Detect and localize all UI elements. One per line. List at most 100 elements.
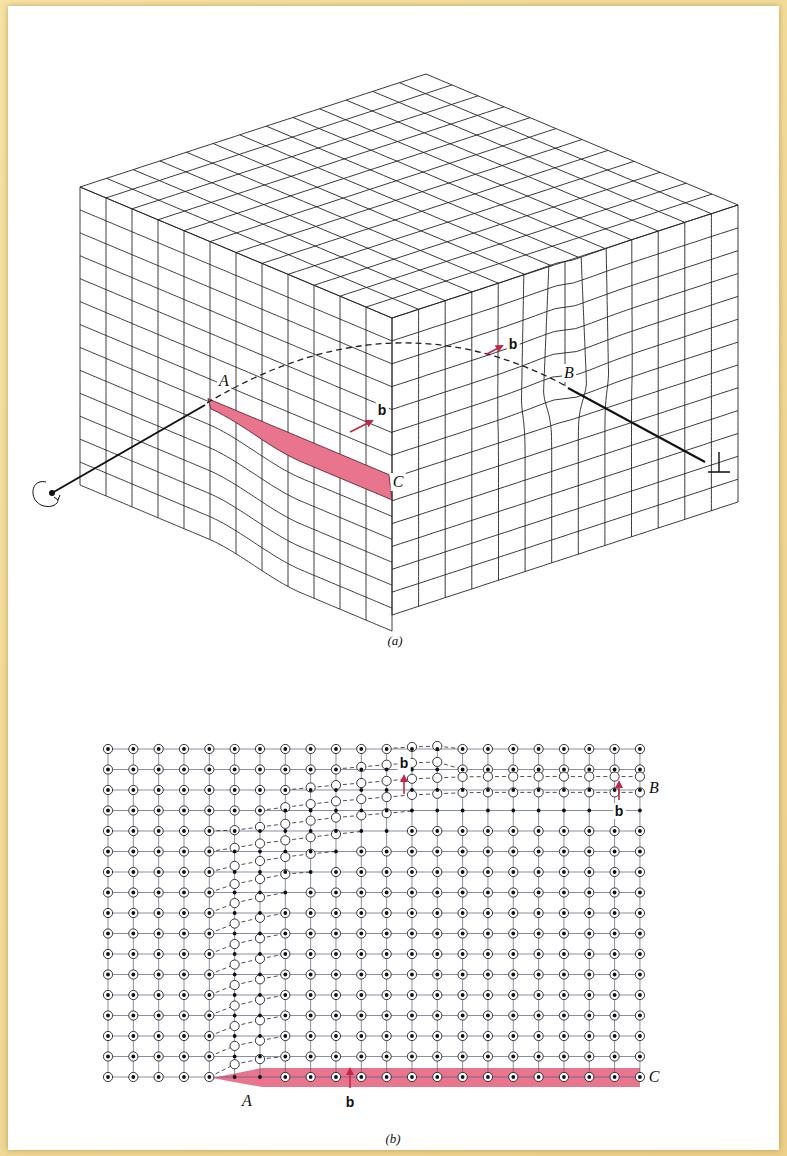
upper-atom bbox=[559, 1031, 568, 1040]
lower-atom bbox=[562, 993, 566, 997]
burgers-vector bbox=[350, 421, 372, 432]
upper-atom bbox=[103, 888, 112, 897]
upper-atom bbox=[509, 826, 518, 835]
lower-atom bbox=[385, 1014, 389, 1018]
grid-line bbox=[80, 370, 392, 516]
grid-line bbox=[711, 214, 712, 511]
lower-atom bbox=[410, 993, 414, 997]
lower-atom bbox=[131, 973, 135, 977]
upper-atom bbox=[255, 785, 264, 794]
upper-atom bbox=[306, 799, 315, 808]
grid-line bbox=[107, 178, 419, 309]
burgers-label: b bbox=[376, 402, 389, 418]
upper-atom bbox=[635, 1011, 644, 1020]
lower-atom bbox=[486, 911, 490, 915]
lower-atom bbox=[537, 850, 541, 854]
lower-atom bbox=[537, 768, 541, 772]
upper-atom bbox=[281, 1072, 290, 1081]
upper-atom bbox=[205, 806, 214, 815]
upper-atom bbox=[407, 1052, 416, 1061]
lower-atom bbox=[385, 829, 389, 833]
lower-atom bbox=[638, 911, 642, 915]
lower-atom bbox=[537, 973, 541, 977]
lower-atom bbox=[410, 1055, 414, 1059]
upper-atom bbox=[357, 795, 366, 804]
upper-atom bbox=[483, 970, 492, 979]
upper-atom bbox=[205, 1031, 214, 1040]
upper-atom bbox=[559, 908, 568, 917]
upper-atom bbox=[179, 744, 188, 753]
grid-line bbox=[658, 231, 659, 528]
point-label: B bbox=[562, 364, 576, 382]
lower-atom bbox=[587, 993, 591, 997]
lower-atom bbox=[233, 993, 237, 997]
upper-atom bbox=[255, 874, 264, 883]
lower-atom bbox=[613, 993, 617, 997]
lower-atom bbox=[233, 747, 237, 751]
grid-line bbox=[392, 479, 738, 592]
lower-atom bbox=[207, 747, 211, 751]
upper-atom bbox=[357, 1031, 366, 1040]
lower-atom bbox=[511, 809, 515, 813]
upper-atom bbox=[483, 949, 492, 958]
upper-atom bbox=[230, 744, 239, 753]
burgers-vector bbox=[403, 776, 405, 794]
upper-atom bbox=[205, 785, 214, 794]
upper-atom bbox=[635, 772, 644, 781]
upper-atom bbox=[610, 1072, 619, 1081]
grid-line bbox=[392, 365, 738, 478]
upper-atom bbox=[205, 1072, 214, 1081]
upper-atom bbox=[382, 744, 391, 753]
burgers-label: b bbox=[344, 1094, 357, 1110]
lower-atom bbox=[207, 829, 211, 833]
upper-atom bbox=[331, 744, 340, 753]
upper-atom bbox=[534, 908, 543, 917]
lower-atom bbox=[309, 891, 313, 895]
upper-atom bbox=[306, 816, 315, 825]
upper-atom bbox=[306, 1031, 315, 1040]
lower-atom bbox=[587, 809, 591, 813]
lower-atom bbox=[106, 1055, 110, 1059]
lower-atom bbox=[562, 870, 566, 874]
lower-atom bbox=[511, 1034, 515, 1038]
upper-atom bbox=[534, 772, 543, 781]
lower-atom bbox=[182, 809, 186, 813]
upper-atom bbox=[103, 785, 112, 794]
upper-atom bbox=[357, 1052, 366, 1061]
upper-atom bbox=[585, 990, 594, 999]
upper-atom bbox=[331, 797, 340, 806]
upper-atom bbox=[331, 1052, 340, 1061]
upper-atom bbox=[306, 990, 315, 999]
lower-atom bbox=[562, 973, 566, 977]
upper-atom bbox=[509, 1011, 518, 1020]
lower-atom bbox=[461, 1055, 465, 1059]
lower-atom bbox=[283, 870, 287, 874]
lower-atom bbox=[435, 788, 439, 792]
grid-line bbox=[160, 161, 472, 292]
lower-atom bbox=[233, 788, 237, 792]
upper-atom bbox=[281, 836, 290, 845]
lower-atom bbox=[131, 952, 135, 956]
burgers-label: b bbox=[507, 336, 520, 352]
lower-atom bbox=[258, 870, 262, 874]
upper-atom bbox=[382, 776, 391, 785]
upper-atom bbox=[483, 929, 492, 938]
lower-atom bbox=[638, 891, 642, 895]
grid-line bbox=[210, 129, 556, 242]
lower-atom bbox=[233, 891, 237, 895]
lower-atom bbox=[359, 911, 363, 915]
lower-atom bbox=[486, 768, 490, 772]
upper-atom bbox=[407, 1011, 416, 1020]
point-label: A bbox=[240, 1092, 254, 1110]
page-panel bbox=[8, 6, 779, 1150]
lower-atom bbox=[537, 747, 541, 751]
lower-atom bbox=[537, 829, 541, 833]
upper-atom bbox=[331, 990, 340, 999]
edge-axis bbox=[568, 388, 705, 462]
upper-atom bbox=[559, 949, 568, 958]
upper-atom bbox=[585, 970, 594, 979]
lower-atom bbox=[562, 1014, 566, 1018]
lower-atom bbox=[410, 870, 414, 874]
upper-atom bbox=[635, 949, 644, 958]
upper-atom bbox=[382, 908, 391, 917]
